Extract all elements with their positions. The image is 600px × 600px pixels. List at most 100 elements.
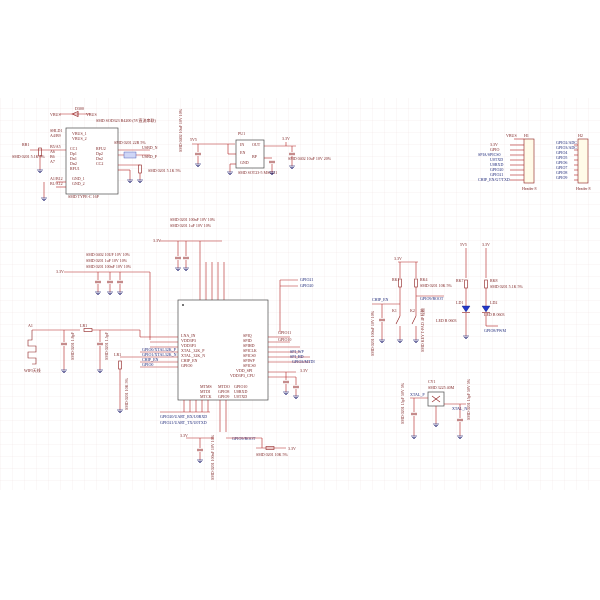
usb-dn2-l: Dn2: [70, 161, 77, 166]
header2-ref: H2: [578, 133, 583, 138]
header1-pin-6: GPIO20: [490, 167, 503, 172]
led-red-icon: [461, 305, 471, 313]
switch-k2-icon: [411, 315, 417, 325]
usb-res-ref: RB1: [22, 142, 29, 147]
antenna-cap2-part: SMD 0201 1.5pF: [104, 331, 109, 360]
header2-pin-7: GPIO8: [556, 170, 567, 175]
usb-res-top-part: SMD 0201 22R 5%: [114, 140, 146, 145]
ldo-pin-gnd: GND: [240, 160, 249, 165]
ldo-pin-bp: BP: [252, 154, 258, 159]
header2-pin-4: GPIO5: [556, 155, 567, 160]
mcu-pin-spiq: SPIQ: [243, 333, 252, 338]
usb-gnd1: GND_1: [72, 176, 85, 181]
key-r-part: SMD 0201 10K 5%: [420, 283, 453, 288]
usb-cc1: CC1: [70, 146, 77, 151]
mcu-rail-right: 3.3V: [300, 368, 308, 373]
ldo-out-cap-part: SMD 0402 10uF 10V 20%: [288, 156, 332, 161]
mcu-rail2-label: 3.3V: [56, 269, 64, 274]
header1-connector: [523, 138, 535, 184]
usb-gnd2: GND_2: [72, 181, 85, 186]
mcu-pin-spics0: SPICS0: [243, 353, 256, 358]
mcu-net-gpio20-top: GPIO20: [300, 283, 313, 288]
antenna-res-ref: LR1: [80, 323, 87, 328]
mcu-net-u0txd: GPIO21/UART_TX/U0TXD: [160, 420, 207, 425]
ldo-chip: [235, 139, 265, 169]
header1-pin-8: CHIP_EN/G7/TXD: [478, 177, 510, 182]
header2-pin-5: GPIO6: [556, 160, 567, 165]
usb-res-part: SMD 0201 5.1K 5%: [12, 154, 46, 159]
key-sw2-ref: K2: [410, 308, 415, 313]
key-net-boot: GPIO9/BOOT: [420, 296, 444, 301]
usb-dn2: Dn2: [96, 156, 103, 161]
mcu-net-spihd: SPI_HD: [290, 354, 304, 359]
header1-pin-5: U0RXD: [490, 162, 503, 167]
mcu-cap-left3: SMD 0201 100nF 10V 10%: [86, 264, 132, 269]
key-r2-ref: RK4: [420, 277, 428, 282]
mcu-pin-gpio9: GPIO9: [218, 394, 229, 399]
key-cap-part: SMD 0201 100nF 10V 10%: [370, 310, 375, 356]
header1-pin-1: 3.3V: [490, 142, 498, 147]
led-d1-part: LED R 0603: [436, 318, 456, 323]
switch-k1-icon: [395, 315, 401, 325]
mcu-pin-vdd3p3-2: VDD3P3: [181, 343, 196, 348]
mcu-pin-xtal32k-n: XTAL_32K_N: [181, 353, 205, 358]
mcu-pin-spiclk: SPICLK: [243, 348, 257, 353]
mcu-net-boot: GPIO9/BOOT: [232, 436, 256, 441]
header2-pin-8: GPIO9: [556, 175, 567, 180]
diode-ref: D300: [75, 106, 84, 111]
led-blue-icon: [481, 305, 491, 313]
usb-left-a6: A6: [50, 149, 55, 154]
usb-dp2: Dp2: [96, 151, 103, 156]
ldo-pin-out: OUT: [252, 142, 261, 147]
led-d1-ref: LD1: [456, 300, 463, 305]
usb-rfu2: RFU2: [96, 146, 106, 151]
mcu-pin1-marker: [182, 304, 184, 306]
mcu-boot-rail: 3.3V: [288, 446, 296, 451]
header2-pin-1: GPIO2/ADC: [556, 140, 577, 145]
led-r1-ref: RK7: [456, 278, 464, 283]
header2-connector: [577, 138, 589, 184]
usb-dp1: Dp1: [70, 151, 77, 156]
usb-typec-block: VBUS D300 SMD SOD323 B4200 (5V直流串联) VBUS…: [12, 106, 182, 201]
mcu-pin-spics0-b: SPICS0: [243, 363, 256, 368]
header1-pin-4: U0TXD: [490, 157, 503, 162]
led-r-part: SMD 0201 5.1K 5%: [490, 284, 524, 289]
led-block: 5V5 3.3V RK7 RK8 SMD 0201 5.1K 5% LD1 LD…: [436, 242, 524, 339]
ldo-vin-label: 5V5: [190, 137, 197, 142]
xtal-net-n: XTAL_N: [452, 406, 467, 411]
mcu-pin-mtdo: MTDO: [218, 384, 230, 389]
mcu-pin-spihd: SPIHD: [243, 343, 255, 348]
mcu-net-gpio3: GPIO3/MTDI: [292, 359, 315, 364]
mcu-block: SMD 0201 100nF 10V 10% SMD 0201 1uF 10V …: [24, 217, 315, 480]
ldo-ref: PU1: [238, 131, 245, 136]
mcu-net-gpio0: GPIO0/XTAL32K_P: [142, 347, 177, 352]
key-sw1-ref: K1: [392, 308, 397, 313]
usb-cc2: CC2: [96, 161, 103, 166]
mcu-pin-lna-in: LNA_IN: [181, 333, 196, 338]
led-d2-ref: LD2: [490, 300, 497, 305]
mcu-pin-chip-en: CHIP_EN: [181, 358, 198, 363]
usb-net-usbdp: USBD_P: [142, 154, 158, 159]
ldo-pin-en: EN: [240, 150, 245, 155]
antenna-icon: [27, 330, 37, 365]
mcu-pin-u0txd: U0TXD: [234, 394, 247, 399]
mcu-boot-res: SMD 0201 10K 5%: [256, 452, 289, 457]
mcu-pin-mtck: MTCK: [200, 394, 212, 399]
mcu-chip: [177, 299, 269, 401]
mcu-rail-bottom: 3.3V: [180, 433, 188, 438]
mcu-pin-gpio8: GPIO8: [218, 389, 229, 394]
usb-res2-part: SMD 0201 5.1K 5%: [148, 168, 182, 173]
mcu-en-res-part: SMD 0201 10K 5%: [124, 377, 129, 410]
mcu-pin-vdd3p3-1: VDD3P3: [181, 338, 196, 343]
mcu-net-u0rxd: GPIO20/UART_RX/U0RXD: [160, 414, 207, 419]
mcu-pin-xtal32k-p: XTAL_32K_P: [181, 348, 205, 353]
usb-dn1: Dn1: [70, 156, 77, 161]
mcu-net-gpio11: GPIO11: [278, 330, 291, 335]
mcu-bottom-cap-part: SMD 0201 100nF 10V 10%: [210, 434, 215, 480]
key-reset-block: 3.3V RK1 RK4 SMD 0201 10K 5% GPIO9/BOOT …: [370, 256, 453, 356]
mcu-pin-vdd3p3-cpu: VDD3P3_CPU: [230, 373, 255, 378]
header2-name: Header 8: [576, 186, 591, 191]
usb-pin-vbus1: VBUS_1: [72, 131, 87, 136]
usb-part-name: SMD TYPE-C 16P: [68, 194, 100, 199]
